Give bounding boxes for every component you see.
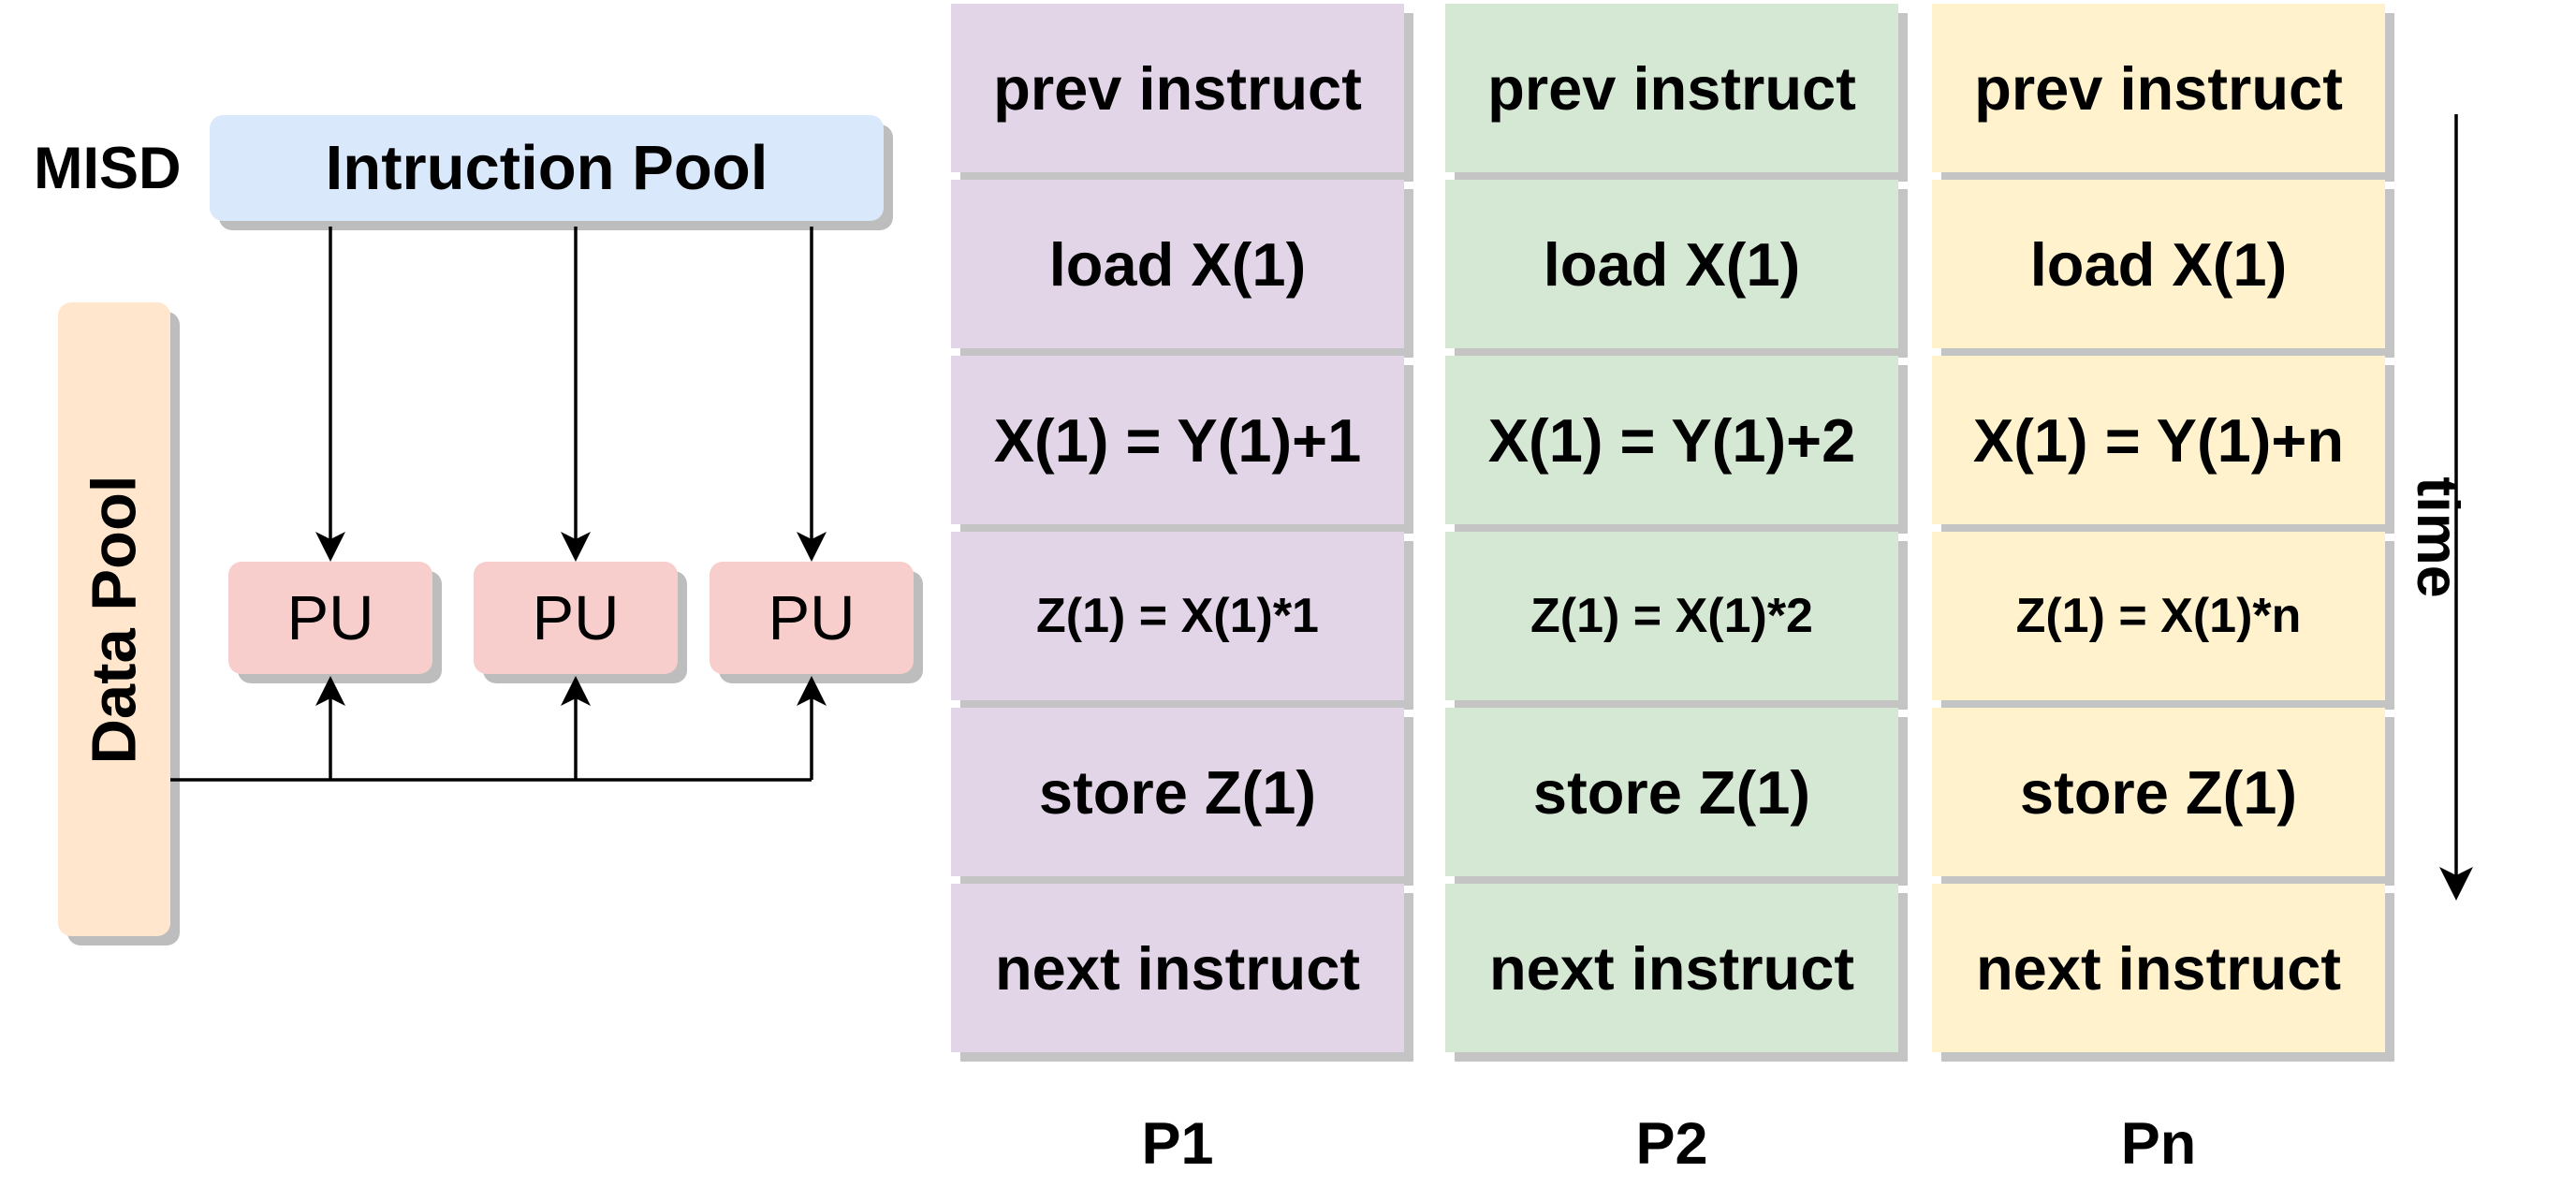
step-cell: Z(1) = X(1)*1: [951, 532, 1404, 700]
arrowhead-down-icon: [797, 532, 827, 562]
step-cell: Z(1) = X(1)*2: [1445, 532, 1898, 700]
time-arrowhead-icon: [2439, 867, 2473, 901]
step-cell: store Z(1): [1932, 708, 2385, 876]
step-cell: prev instruct: [1932, 4, 2385, 172]
processing-unit-2: PU: [474, 562, 678, 674]
step-cell: prev instruct: [1445, 4, 1898, 172]
processing-unit-3: PU: [710, 562, 914, 674]
step-cell: store Z(1): [951, 708, 1404, 876]
arrowhead-up-icon: [561, 676, 591, 706]
step-cell: prev instruct: [951, 4, 1404, 172]
arrowhead-down-icon: [561, 532, 591, 562]
step-cell: load X(1): [1445, 180, 1898, 348]
step-cell: next instruct: [1932, 884, 2385, 1052]
instruction-pool-label: Intruction Pool: [325, 133, 768, 203]
step-cell: store Z(1): [1445, 708, 1898, 876]
step-cell: Z(1) = X(1)*n: [1932, 532, 2385, 700]
step-cell: X(1) = Y(1)+2: [1445, 356, 1898, 524]
step-cell: next instruct: [951, 884, 1404, 1052]
step-cell: load X(1): [1932, 180, 2385, 348]
step-cell: next instruct: [1445, 884, 1898, 1052]
step-cell: X(1) = Y(1)+1: [951, 356, 1404, 524]
misd-label: MISD: [34, 136, 182, 201]
data-pool-box: Data Pool: [58, 302, 170, 936]
processing-unit-1: PU: [228, 562, 432, 674]
processing-unit-label: PU: [532, 582, 620, 653]
instruction-pool-box: Intruction Pool: [210, 115, 884, 221]
processor-label: P1: [1141, 1111, 1214, 1177]
arrowhead-down-icon: [315, 532, 345, 562]
arrowhead-up-icon: [315, 676, 345, 706]
processing-unit-label: PU: [286, 582, 374, 653]
arrowhead-up-icon: [797, 676, 827, 706]
processor-label: P2: [1635, 1111, 1708, 1177]
step-cell: X(1) = Y(1)+n: [1932, 356, 2385, 524]
processing-unit-label: PU: [768, 582, 856, 653]
time-label: time: [2405, 476, 2470, 598]
processor-label: Pn: [2120, 1111, 2197, 1177]
step-cell: load X(1): [951, 180, 1404, 348]
